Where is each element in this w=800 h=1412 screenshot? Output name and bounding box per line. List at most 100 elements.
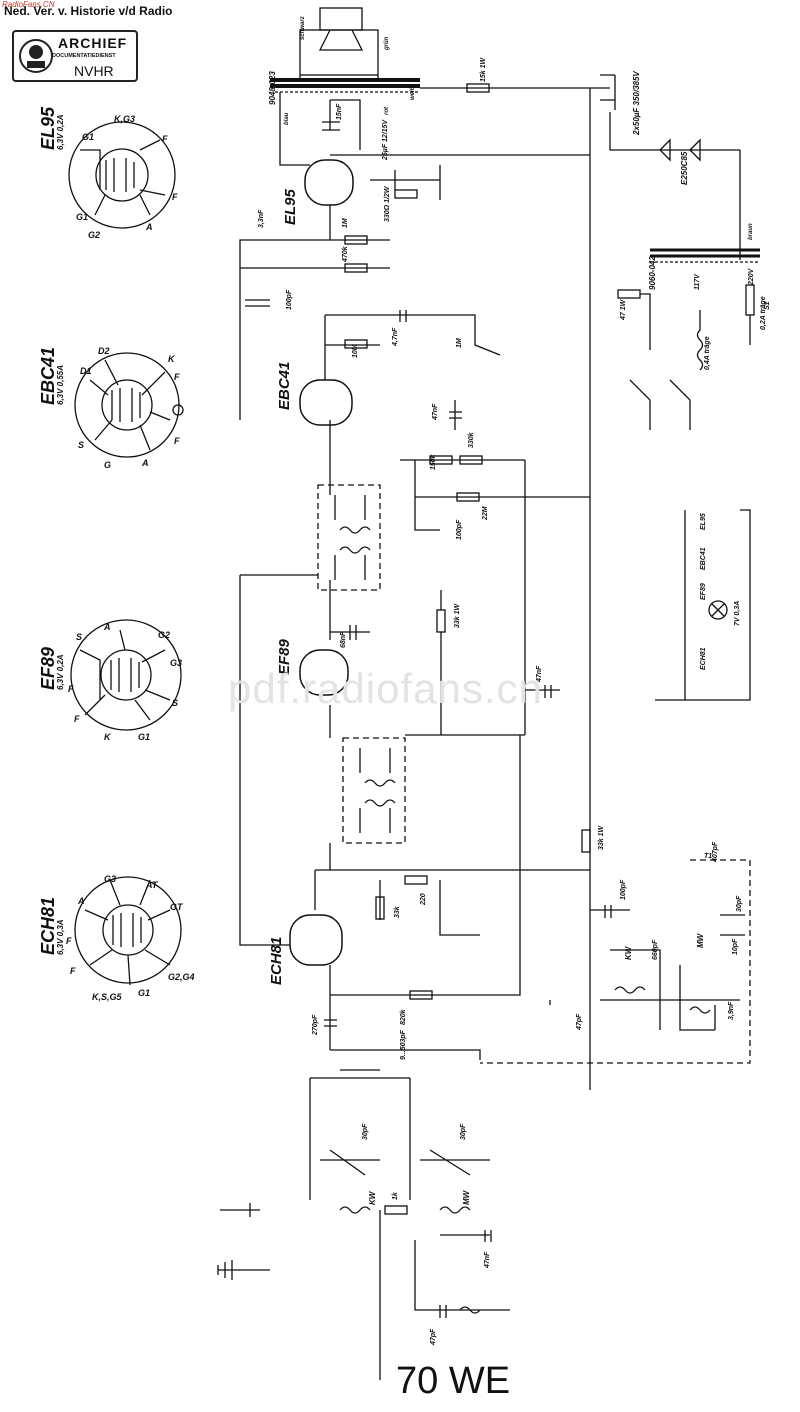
tube-ebc41-symbol — [299, 379, 353, 426]
component-label: 30pF — [362, 1123, 369, 1140]
heater-label: EL95 — [700, 513, 707, 530]
watermark-text: RadioFans.CN — [2, 0, 55, 9]
tube-ebc41-label: EBC41 — [276, 361, 293, 410]
wire-color-label: weiß — [410, 86, 416, 100]
tube-ech81-label: ECH81 — [268, 936, 285, 985]
pin-label: K — [168, 354, 175, 364]
pin-label: F — [66, 936, 72, 946]
wire-color-label: schwarz — [300, 16, 306, 40]
pin-label: K,G3 — [114, 114, 136, 124]
component-label: 47nF — [484, 1251, 491, 1268]
pin-label: G2,G4 — [168, 972, 195, 982]
component-label: 330Ω 1/2W — [384, 186, 391, 222]
pinout-el95 — [68, 121, 176, 229]
component-label: 10M — [352, 344, 359, 358]
pin-label: A — [142, 458, 149, 468]
pin-label: GT — [170, 902, 183, 912]
pin-label: K — [104, 732, 111, 742]
component-label: 15nF — [336, 103, 343, 120]
heater-label: ECH81 — [700, 647, 707, 670]
tube-ech81-symbol — [289, 914, 343, 966]
pin-label: F — [174, 372, 180, 382]
component-label: 1M — [456, 338, 463, 348]
stamp-line2: DOCUMENTATIEDIENST — [52, 53, 116, 59]
component-label: 33k — [394, 906, 401, 918]
component-label: 1k — [392, 1192, 399, 1200]
pin-label: G3 — [104, 874, 117, 884]
component-label: 3,3nF — [258, 209, 265, 228]
rectifier-label: E250C85 — [680, 151, 689, 185]
coil-label: MW — [462, 1190, 471, 1205]
component-label: 220 — [420, 893, 427, 905]
wire-color-label: grün — [384, 36, 390, 50]
component-label: 0,4A träge — [704, 336, 711, 370]
component-label: 330k — [468, 432, 475, 448]
heater-label: EF89 — [700, 583, 707, 600]
pin-label: G1 — [82, 132, 95, 142]
mains-transformer-label: 9060-042 — [648, 256, 657, 290]
component-label: T1 — [704, 853, 713, 860]
component-label: 33k 1W — [454, 603, 461, 628]
pinout-ech81 — [74, 876, 182, 986]
component-label: 100pF — [286, 289, 293, 310]
component-label: 3,9nF — [728, 1001, 735, 1020]
tube-el95-symbol — [304, 159, 354, 206]
component-label: 4,7nF — [392, 327, 399, 346]
component-label: 30pF — [736, 895, 743, 912]
center-watermark: pdf.radiofans.cn — [228, 665, 543, 712]
component-label: 68nF — [340, 631, 347, 648]
pin-label: AT — [146, 880, 158, 890]
component-label: 9...503pF — [400, 1030, 407, 1060]
pin-label: F — [172, 192, 178, 202]
pin-label: G3 — [170, 658, 183, 668]
component-label: 100pF — [620, 879, 627, 900]
pin-label: S — [76, 632, 83, 642]
heater-label: EBC41 — [700, 547, 707, 570]
pinout-ebc41 — [74, 352, 184, 458]
pin-label: A — [104, 622, 111, 632]
component-label: 22M — [482, 506, 489, 520]
wire-color-label: braun — [748, 223, 754, 240]
pinout-ef89 — [70, 619, 182, 731]
pin-label: G1 — [76, 212, 89, 222]
component-label: 47nF — [432, 403, 439, 420]
pin-label: F — [74, 714, 80, 724]
component-label: 47pF — [576, 1013, 583, 1030]
coil-label: KW — [368, 1191, 377, 1205]
component-label: 25µF 12/15V — [382, 119, 389, 160]
stamp-line1: ARCHIEF — [58, 35, 128, 51]
pinout-ech81-spec: 6,3V 0,3A — [56, 919, 65, 955]
coil-label: KW — [624, 946, 633, 960]
pin-label: A — [78, 896, 85, 906]
component-label: 10pF — [732, 938, 739, 955]
pin-label: F — [68, 684, 74, 694]
component-label: S1 — [764, 301, 771, 310]
wire-color-label: rot — [384, 107, 390, 115]
pin-label: G — [104, 460, 112, 470]
component-label: 470k — [342, 246, 349, 262]
filter-caps-label: 2x50µF 350/385V — [632, 71, 641, 135]
component-label: 30pF — [460, 1123, 467, 1140]
component-label: 820k — [400, 1009, 407, 1025]
archive-stamp: ARCHIEF DOCUMENTATIEDIENST NVHR — [12, 30, 138, 82]
pin-label: F — [162, 134, 168, 144]
lamp-label: 7V 0,3A — [734, 600, 741, 626]
output-transformer-label: 9048-023 — [268, 71, 277, 105]
pin-label: G1 — [138, 732, 151, 742]
component-label: 47 1W — [620, 299, 627, 320]
component-label: 407pF — [712, 841, 719, 862]
tube-ef89-symbol — [299, 649, 349, 696]
component-label: 150k — [430, 454, 437, 470]
pin-label: F — [70, 966, 76, 976]
pinout-ef89-spec: 6,3V 0,2A — [56, 654, 65, 690]
pin-label: S — [78, 440, 85, 450]
pin-label: G2 — [158, 630, 171, 640]
pin-label: F — [174, 436, 180, 446]
pin-label: K,S,G5 — [92, 992, 122, 1002]
pin-label: G2 — [88, 230, 101, 240]
component-label: 660pF — [652, 939, 659, 960]
archive-logo-icon — [19, 39, 53, 73]
stamp-line3: NVHR — [74, 63, 114, 79]
tube-el95-label: EL95 — [282, 189, 299, 225]
